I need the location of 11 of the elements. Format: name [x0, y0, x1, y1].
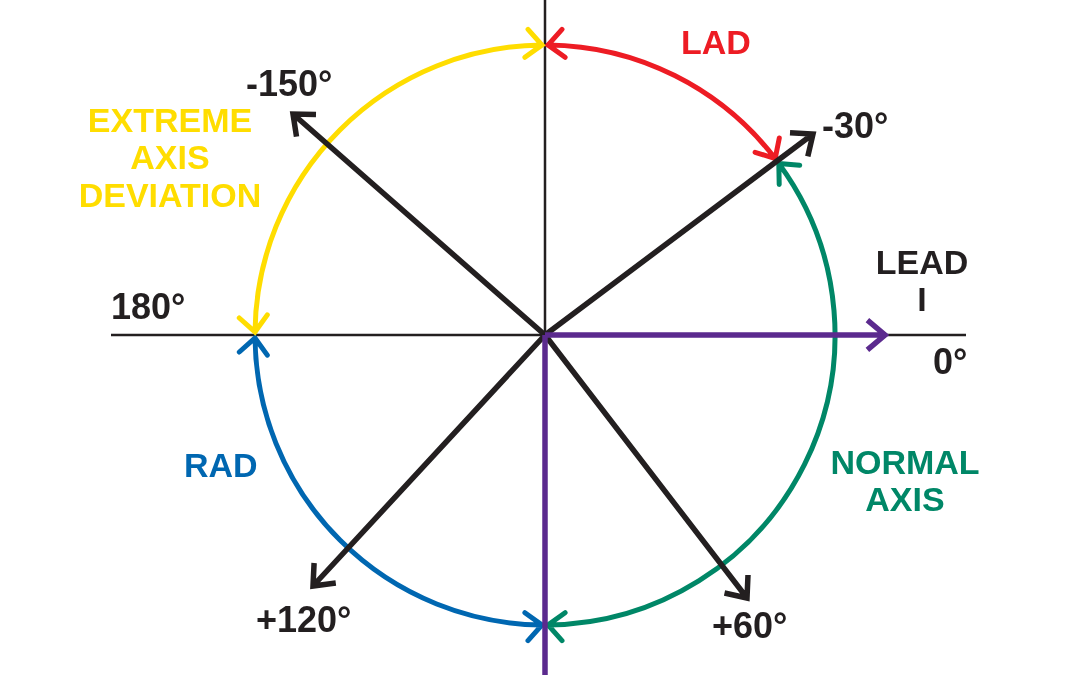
angle-label: +120°	[256, 600, 352, 640]
axis-range-label: EXTREME AXIS DEVIATION	[77, 102, 263, 215]
lead-label: LEAD I	[874, 244, 970, 319]
axis-range-label: LAD	[681, 24, 751, 62]
angle-label: 180°	[111, 287, 186, 327]
angle-label: -150°	[246, 64, 333, 104]
angle-label: +60°	[712, 606, 788, 646]
angle-label: -30°	[822, 106, 889, 146]
angle-label: 0°	[933, 342, 968, 382]
axis-range-label: NORMAL AXIS	[829, 444, 981, 519]
axis-range-label: RAD	[184, 447, 258, 485]
